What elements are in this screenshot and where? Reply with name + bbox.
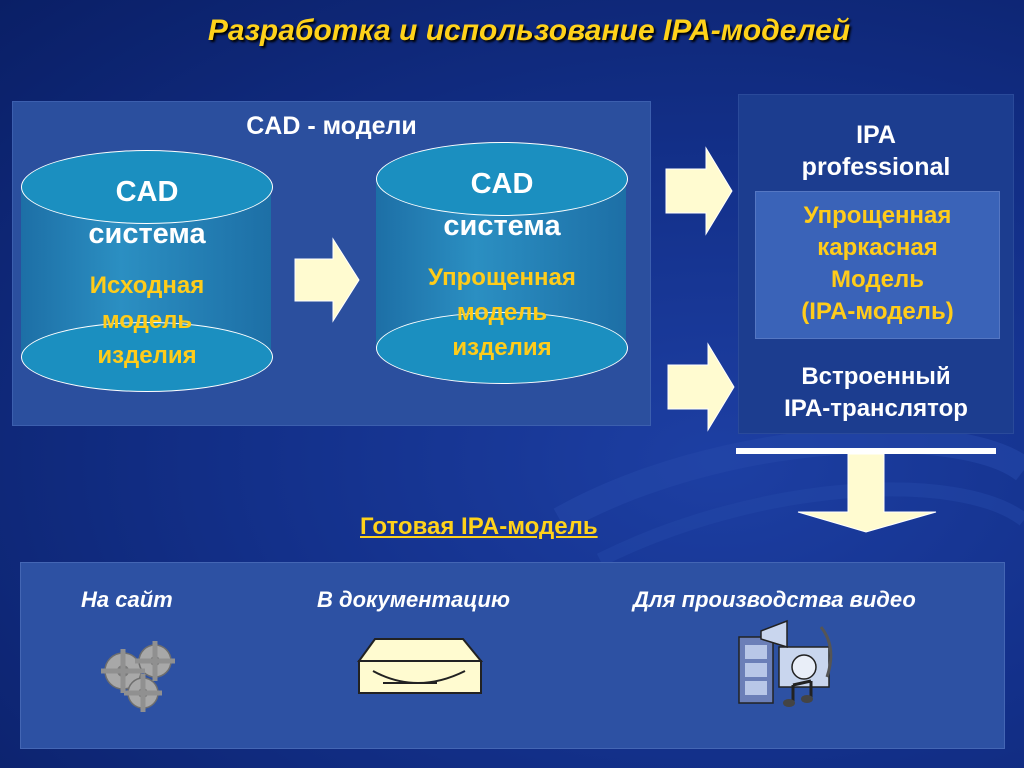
cad-panel-title: CAD - модели: [246, 112, 417, 140]
cylinder-title-line1: CAD: [470, 168, 534, 200]
ipa-inner-line2: каркасная: [817, 234, 938, 261]
cylinder-top: [376, 142, 628, 216]
destination-docs-label: В документацию: [317, 587, 510, 612]
ipa-professional-panel: IPA professional Упрощенная каркасная Мо…: [738, 94, 1014, 434]
cylinder-title-line2: система: [88, 218, 206, 250]
destination-video-label: Для производства видео: [633, 587, 916, 612]
ready-ipa-model-label: Готовая IPA-модель: [360, 513, 598, 540]
ipa-head-line2: professional: [801, 153, 951, 181]
ipa-inner-line3: Модель: [831, 266, 924, 293]
multimedia-icon: [738, 619, 833, 707]
right-arrow: [294, 237, 360, 323]
ipa-inner-line4: (IPA-модель): [801, 298, 954, 325]
cad-system-source-cylinder: CAD система Исходная модель изделия: [21, 150, 273, 395]
ipa-head-line1: IPA: [856, 121, 896, 149]
ipa-inner-line1: Упрощенная: [803, 202, 952, 229]
cylinder-top: [21, 150, 273, 224]
cylinder-bottom: [376, 312, 628, 384]
cylinder-sub-line2: модель: [456, 299, 548, 326]
cylinder-bottom: [21, 322, 273, 392]
ipa-translator-label: Встроенный IPA-транслятор: [739, 361, 1013, 425]
cad-system-simplified-cylinder: CAD система Упрощенная модель изделия: [376, 142, 628, 392]
ipa-model-text: Упрощенная каркасная Модель (IPA-модель): [756, 200, 999, 328]
cylinder-sub-line2: модель: [101, 307, 193, 334]
ipa-panel-heading: IPA professional: [739, 119, 1013, 183]
right-arrow-lower: [667, 342, 735, 432]
cylinder-title-line1: CAD: [115, 176, 179, 208]
down-arrow: [736, 448, 996, 533]
destinations-panel: На сайт В документацию Для производства …: [20, 562, 1005, 749]
cylinder-sub-line3: изделия: [452, 334, 552, 361]
cad-models-panel: CAD - модели CAD система Исходная модель…: [12, 101, 651, 426]
right-arrow-upper: [665, 146, 733, 236]
cylinder-sub-line1: Исходная: [89, 272, 205, 299]
cylinder-sub-line1: Упрощенная: [428, 264, 576, 291]
ipa-foot-line1: Встроенный: [801, 363, 951, 390]
cylinder-sub-line3: изделия: [97, 342, 197, 369]
destination-website-label: На сайт: [81, 587, 173, 612]
ipa-foot-line2: IPA-транслятор: [784, 395, 968, 422]
slide-title: Разработка и использование IPA-моделей: [207, 14, 851, 47]
cylinder-title-line2: система: [443, 210, 561, 242]
gears-icon: [101, 641, 175, 712]
disk-drive-icon: [357, 638, 483, 694]
ipa-model-box: Упрощенная каркасная Модель (IPA-модель): [755, 191, 1000, 339]
